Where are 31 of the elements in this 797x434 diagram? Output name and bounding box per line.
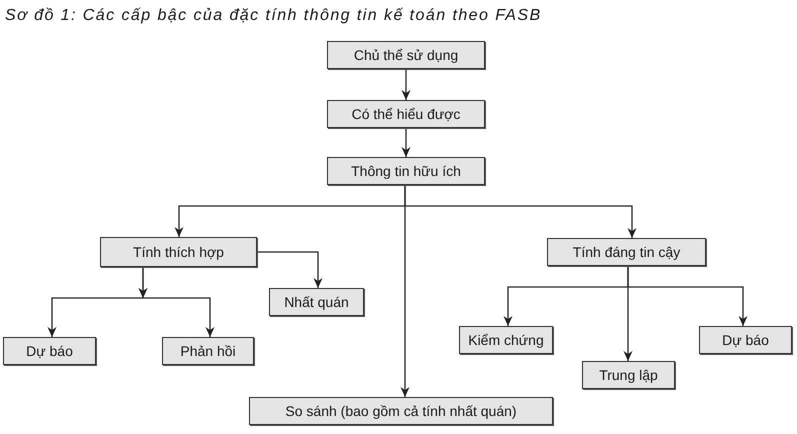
- box-label: So sánh (bao gồm cả tính nhất quán): [285, 403, 517, 419]
- arrow: [400, 185, 410, 397]
- box-label: Có thể hiểu được: [352, 106, 460, 122]
- process-box: [459, 326, 553, 354]
- arrow: [402, 69, 410, 100]
- process-box: [327, 41, 485, 69]
- process-box: [249, 397, 553, 425]
- box-label: Thông tin hữu ích: [351, 163, 461, 179]
- box-label: Trung lập: [599, 367, 658, 383]
- box-label: Dự báo: [722, 332, 769, 348]
- process-box: [699, 326, 792, 354]
- arrow: [257, 251, 322, 288]
- box-label: Nhất quán: [284, 294, 349, 310]
- process-box: [327, 100, 485, 128]
- process-box: [582, 361, 675, 389]
- process-box: [100, 237, 257, 267]
- arrow: [138, 267, 214, 337]
- process-box: [269, 288, 364, 316]
- process-box: [3, 337, 96, 365]
- arrow: [402, 128, 410, 157]
- box-label: Phản hồi: [180, 343, 236, 359]
- box-label: Tính thích hợp: [133, 244, 224, 260]
- box-label: Tính đáng tin cậy: [572, 244, 680, 260]
- diagram-title: Sơ đồ 1: Các cấp bậc của đặc tính thông tin kế toán theo FASB: [5, 6, 542, 26]
- box-label: Chủ thể sử dụng: [354, 47, 458, 63]
- process-box: [162, 337, 254, 365]
- arrow: [627, 266, 748, 326]
- box-label: Dự báo: [26, 343, 73, 359]
- process-box: [327, 157, 485, 185]
- process-box: [547, 238, 706, 266]
- box-label: Kiểm chứng: [468, 332, 544, 348]
